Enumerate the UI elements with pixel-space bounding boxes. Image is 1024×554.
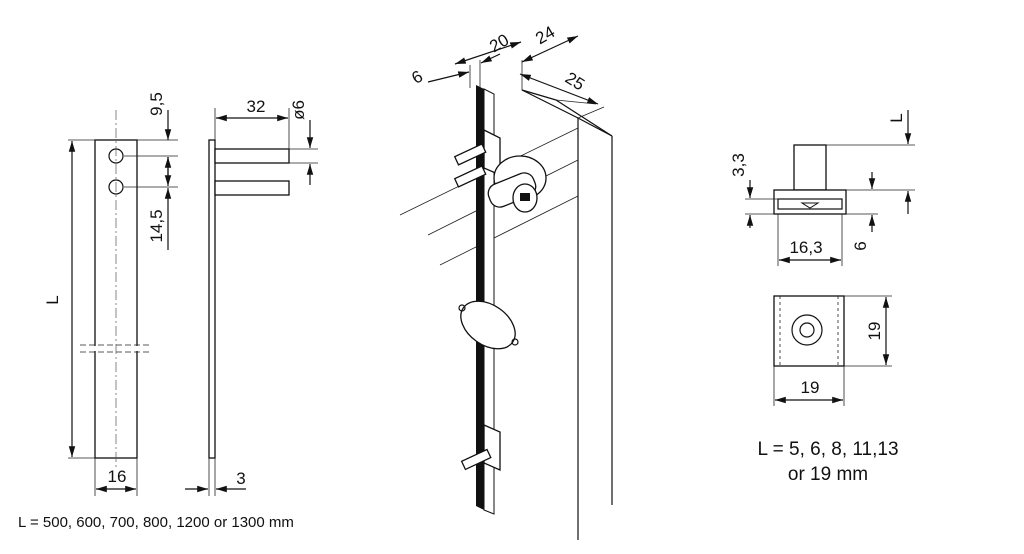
bar-side-view: 32 ø6 3 — [185, 97, 318, 496]
lock-dim-label-16-3: 16,3 — [789, 238, 822, 257]
dim-label-L: L — [43, 295, 62, 304]
lock-lengths-note-line1: L = 5, 6, 8, 11,13 — [757, 439, 898, 460]
bar-lengths-note: L = 500, 600, 700, 800, 1200 or 1300 mm — [18, 514, 294, 531]
lock-dim-label-19-width: 19 — [801, 378, 820, 397]
dim-label-32: 32 — [247, 97, 266, 116]
lock-dim-label-L: L — [887, 113, 906, 122]
iso-dim-label-6: 6 — [408, 67, 426, 88]
dim-label-9-5: 9,5 — [147, 92, 166, 116]
pin-lower — [214, 180, 290, 196]
iso-dim-label-25: 25 — [562, 68, 588, 94]
pin-upper — [214, 148, 290, 164]
bar-iso — [476, 85, 484, 510]
iso-dim-label-24: 24 — [532, 22, 558, 48]
lock-dim-label-6: 6 — [851, 241, 870, 250]
lock-lengths-note-line2: or 19 mm — [788, 464, 868, 485]
dim-label-dia6: ø6 — [289, 100, 308, 120]
lock-dim-label-3-3: 3,3 — [729, 153, 748, 177]
isometric-view: 6 20 24 25 — [399, 22, 613, 540]
dim-label-14-5: 14,5 — [147, 209, 166, 242]
lock-front-square — [773, 295, 845, 367]
dim-label-3: 3 — [236, 469, 245, 488]
keyhole-outer — [791, 314, 823, 346]
bar-side-outline — [208, 139, 216, 459]
bar-front-view: L 9,5 14,5 16 — [43, 92, 178, 496]
lock-side-view: L 3,3 16,3 6 — [729, 110, 915, 266]
dim-label-16: 16 — [108, 467, 127, 486]
lock-shank — [793, 144, 827, 191]
lock-dim-label-19-height: 19 — [865, 322, 884, 341]
hole-second — [108, 179, 124, 195]
lock-base — [773, 189, 847, 215]
lock-front-view: 19 19 — [773, 295, 892, 406]
keyhole-inner — [799, 322, 815, 338]
